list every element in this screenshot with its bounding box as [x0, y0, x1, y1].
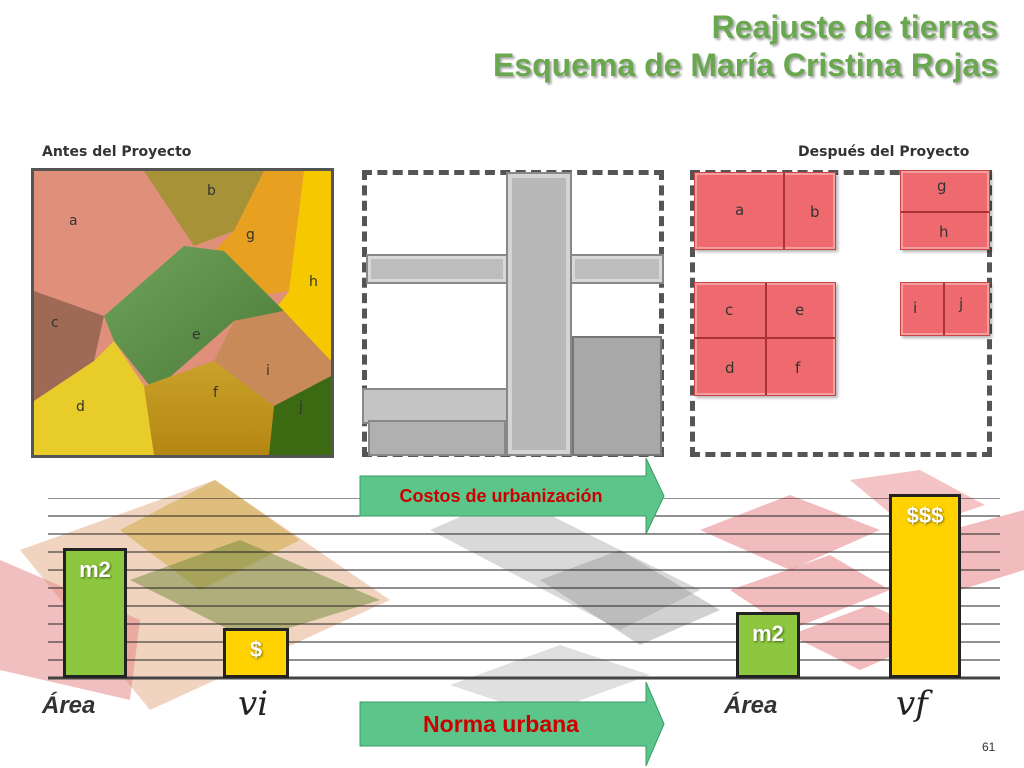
parcel-label-a: a: [69, 213, 78, 229]
lot-divider: [765, 283, 767, 395]
lot-label-h: h: [939, 223, 949, 241]
title-line-2: Esquema de María Cristina Rojas: [492, 47, 998, 83]
bar-vf-label: $$$: [906, 503, 944, 528]
label-vf: vf: [896, 684, 928, 724]
before-map: a b c d e f g h i j: [31, 168, 334, 458]
slide-title: Reajuste de tierras Esquema de María Cri…: [493, 8, 998, 84]
lot-divider: [943, 283, 945, 335]
lot-label-a: a: [735, 201, 745, 219]
arrow-norma: [359, 682, 665, 766]
after-caption: Después del Proyecto: [798, 144, 970, 160]
faded-lot: [700, 495, 880, 570]
faded-road: [430, 495, 700, 630]
parcel-label-d: d: [76, 399, 85, 415]
arrow-costs: [359, 458, 665, 534]
road-right: [570, 254, 664, 284]
bar-area-after: m2: [736, 612, 800, 678]
lot-label-e: e: [795, 301, 805, 319]
faded-road: [450, 645, 650, 715]
parcel-label-j: j: [299, 399, 303, 415]
lot-cdef: c e d f: [694, 282, 836, 396]
lot-ij: i j: [900, 282, 990, 336]
lot-label-j: j: [959, 295, 964, 313]
arrow-norma-label: Norma urbana: [423, 710, 579, 737]
faded-parcel: [130, 540, 380, 640]
lot-label-i: i: [913, 299, 918, 317]
bar-area-before: m2: [63, 548, 127, 678]
parcel-e-shape: [104, 246, 284, 391]
lot-label-d: d: [725, 359, 735, 377]
parcel-label-f: f: [213, 385, 218, 401]
parcel-label-b: b: [207, 183, 216, 199]
lot-ab: a b: [694, 172, 836, 250]
parcel-c-shape: [34, 291, 104, 401]
main-road-block: [506, 172, 572, 456]
faded-lot: [730, 555, 890, 630]
public-block-1: [362, 388, 508, 424]
bar-vf: $$$: [889, 494, 961, 678]
label-vi: vi: [238, 684, 269, 724]
bar-area-after-label: m2: [752, 621, 784, 646]
parcel-h-shape: [274, 171, 331, 361]
before-map-svg: [34, 171, 331, 455]
label-area-after: Área: [724, 692, 778, 719]
lot-label-c: c: [725, 301, 734, 319]
road-left: [366, 254, 508, 284]
before-caption: Antes del Proyecto: [42, 144, 192, 160]
lot-label-f: f: [795, 359, 801, 377]
parcel-label-h: h: [309, 274, 318, 290]
title-line-1: Reajuste de tierras: [711, 9, 998, 45]
label-area-before: Área: [42, 692, 96, 719]
bar-vi-label: $: [249, 637, 263, 662]
parcel-label-g: g: [246, 227, 255, 243]
parcel-d-shape: [34, 341, 154, 455]
parcel-label-c: c: [51, 315, 59, 331]
lot-label-b: b: [810, 203, 820, 221]
page-number: 61: [982, 740, 996, 754]
lot-gh: g h: [900, 170, 990, 250]
lot-divider: [901, 211, 989, 213]
faded-road: [540, 550, 720, 645]
bar-vi: $: [223, 628, 289, 678]
parcel-label-i: i: [266, 363, 270, 379]
parcel-label-e: e: [192, 327, 201, 343]
lot-label-g: g: [937, 177, 947, 195]
lot-divider: [695, 337, 835, 339]
ruled-lines: [48, 498, 1000, 680]
parcel-i-shape: [214, 311, 331, 406]
parcel-f-shape: [144, 361, 274, 455]
parcel-j-shape: [269, 376, 331, 455]
parcel-b-shape: [144, 171, 264, 246]
bar-area-before-label: m2: [79, 557, 111, 582]
public-block-3: [572, 336, 662, 456]
public-block-2: [368, 420, 506, 456]
lot-divider: [783, 173, 785, 249]
arrow-costs-label: Costos de urbanización: [399, 485, 603, 506]
